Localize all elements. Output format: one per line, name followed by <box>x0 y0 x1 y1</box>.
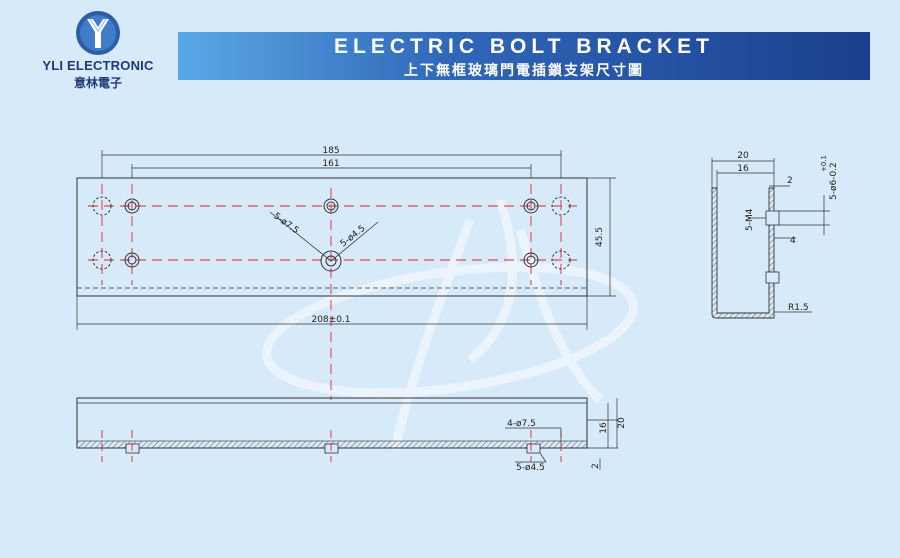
bottom-large-hole-callout: 4-ø7.5 <box>507 419 536 429</box>
side-profile <box>711 187 775 319</box>
front-holes <box>92 196 571 272</box>
side-dim-4: 4 <box>790 236 796 246</box>
dim-20: 20 <box>617 417 627 429</box>
front-large-hole-callout: 5-ø7.5 <box>271 211 300 236</box>
side-dim-holes: 5-ø6-0.2 <box>829 162 839 200</box>
dim-161: 161 <box>322 159 339 169</box>
dim-185: 185 <box>322 146 339 156</box>
brand-chinese-name: 意林電子 <box>73 76 122 90</box>
dim-2: 2 <box>591 463 601 469</box>
dim-208: 208±0.1 <box>311 315 350 325</box>
front-centerlines <box>88 184 577 400</box>
brand-name: YLI ELECTRONIC <box>42 58 154 73</box>
brand-logo: YLI ELECTRONIC 意林電子 <box>28 10 168 91</box>
bottom-centerlines <box>101 430 562 462</box>
front-small-hole-callout: 5-ø4.5 <box>339 224 368 250</box>
title-banner: ELECTRIC BOLT BRACKET 上下無框玻璃門電插鎖支架尺寸圖 <box>178 32 870 80</box>
side-dim-tolerance: +0.1 <box>820 155 828 172</box>
dim-45-5: 45.5 <box>595 227 605 247</box>
bottom-view: 4-ø7.5 5-ø4.5 16 20 2 <box>76 397 627 473</box>
side-dim-thread: 5-M4 <box>745 208 755 231</box>
yli-y-logo-icon <box>76 11 120 55</box>
watermark-logo <box>262 198 638 451</box>
side-dim-2: 2 <box>787 176 793 186</box>
side-dim-20: 20 <box>737 151 749 161</box>
dim-16: 16 <box>599 422 609 434</box>
side-view: 20 16 2 +0.1 5-ø6-0.2 5-M4 4 R1.5 <box>711 151 839 319</box>
page-subtitle: 上下無框玻璃門電插鎖支架尺寸圖 <box>404 62 644 78</box>
front-view-outline <box>76 177 588 297</box>
side-dim-radius: R1.5 <box>788 303 809 313</box>
bottom-small-hole-callout: 5-ø4.5 <box>516 463 545 473</box>
side-dim-16: 16 <box>737 164 749 174</box>
page-title: ELECTRIC BOLT BRACKET <box>334 35 714 58</box>
